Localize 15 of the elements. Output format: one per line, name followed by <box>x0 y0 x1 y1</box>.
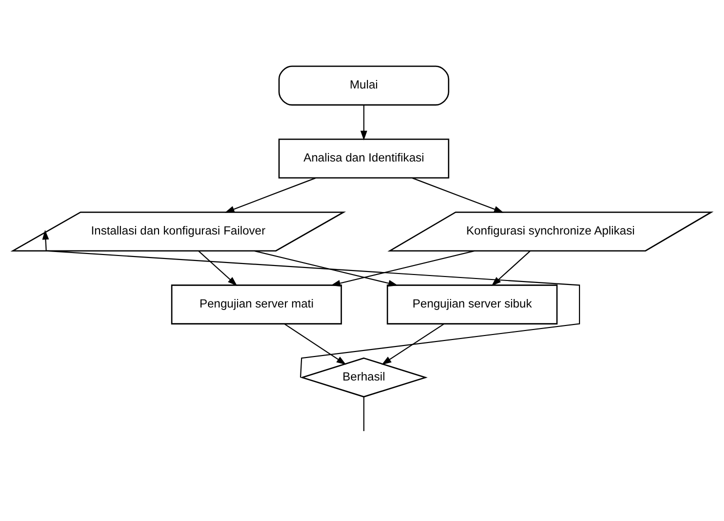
arrow <box>382 324 444 365</box>
arrow <box>42 230 580 378</box>
arrow <box>224 178 316 213</box>
node-box: Analisa dan Identifikasi <box>278 138 450 179</box>
node-box: Pengujian server mati <box>171 284 342 324</box>
arrow <box>284 324 346 365</box>
arrow <box>198 250 238 286</box>
connector <box>363 396 364 432</box>
node-box: Pengujian server sibuk <box>386 284 558 324</box>
arrow <box>360 105 368 140</box>
arrow <box>254 250 398 287</box>
arrow <box>491 250 530 286</box>
node-box: Mulai <box>278 66 450 106</box>
arrow <box>330 250 475 287</box>
arrow <box>412 178 504 213</box>
